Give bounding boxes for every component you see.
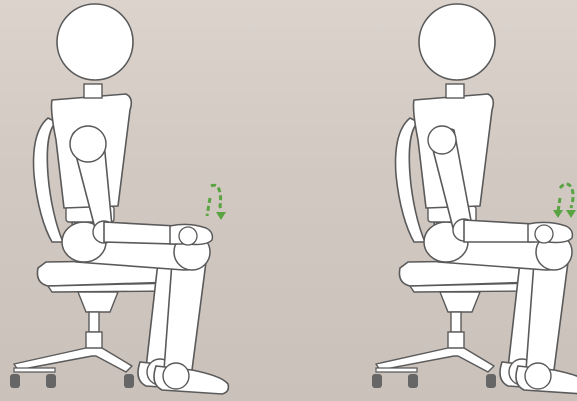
- left-down-arrow-icon: [207, 185, 226, 220]
- right-down-arrow-icon: [553, 184, 576, 218]
- left-chair-wheels: [10, 374, 134, 388]
- left-chair: [10, 4, 228, 394]
- right-chair: [372, 4, 577, 394]
- left-figure: [10, 4, 228, 394]
- right-figure: [372, 4, 577, 394]
- right-chair-wheels: [372, 374, 496, 388]
